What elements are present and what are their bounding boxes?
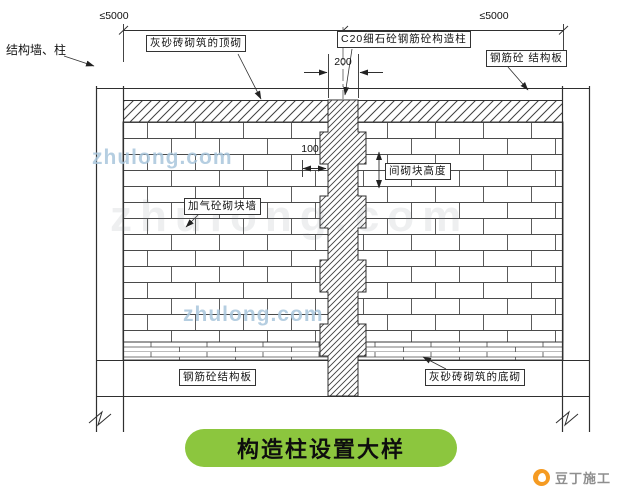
tooth-dimension (302, 160, 327, 177)
break-marks (88, 410, 579, 427)
label-bottom-masonry: 灰砂砖砌筑的底砌 (425, 369, 525, 387)
title-pill: 构造柱设置大样 (185, 429, 457, 467)
span-dimension-right: ≤5000 (479, 10, 509, 22)
right-structural-column (561, 86, 591, 432)
column-width-dimension (304, 54, 383, 98)
brand-badge: 豆丁施工 (533, 468, 611, 487)
label-structural-wall-column: 结构墙、柱 (6, 43, 67, 57)
docin-logo-icon (533, 469, 550, 486)
label-block-height: 间砌块高度 (385, 163, 451, 181)
leader-lines (63, 48, 529, 370)
constructional-column (319, 99, 367, 397)
brand-name: 豆丁施工 (555, 471, 612, 486)
tooth-depth-text: 100 (301, 143, 319, 155)
label-slab-bottom-left: 钢筋砼结构板 (179, 369, 256, 387)
label-constructional-column: C20细石砼钢筋砼构造柱 (337, 31, 471, 49)
label-slab-top-right: 钢筋砼 结构板 (486, 50, 567, 68)
span-dimension-left: ≤5000 (99, 10, 129, 22)
page-title: 构造柱设置大样 (236, 437, 405, 462)
label-top-masonry: 灰砂砖砌筑的顶砌 (146, 35, 246, 53)
label-aerated-block-wall: 加气砼砌块墙 (184, 198, 261, 216)
column-width-text: 200 (334, 56, 352, 68)
left-structural-column (95, 86, 125, 432)
